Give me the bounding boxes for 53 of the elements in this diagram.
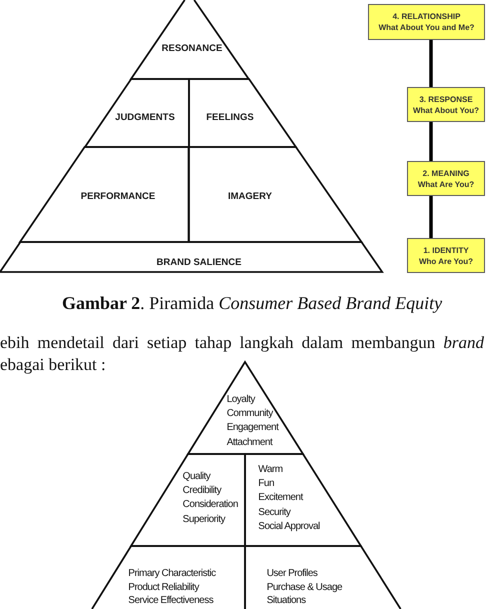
stage-question: What About You and Me? bbox=[378, 22, 474, 33]
attribute-text: Security bbox=[258, 506, 290, 520]
attribute-text: Social Approval bbox=[258, 520, 320, 534]
connector-line bbox=[429, 122, 433, 161]
stage-question: Who Are You? bbox=[418, 256, 474, 266]
attribute-text: Purchase & Usage Situations bbox=[266, 580, 344, 608]
stage-title: 1. IDENTITY bbox=[423, 244, 469, 256]
stage-title: 2. MEANING bbox=[422, 168, 470, 178]
attribute-text: Engagement bbox=[226, 421, 278, 436]
tier-label: RESONANCE bbox=[162, 43, 222, 55]
pyramid-tier bbox=[92, 546, 245, 609]
body-text: ebagai berikut : bbox=[0, 355, 106, 375]
pyramid-tier bbox=[85, 79, 189, 147]
attribute-text: Service Effectiveness bbox=[128, 594, 214, 608]
stage-title: 3. RESPONSE bbox=[419, 94, 473, 104]
stage-box bbox=[368, 4, 485, 40]
figure-caption: Gambar 2. Piramida Consumer Based Brand Equity bbox=[62, 293, 442, 313]
tier-label: PERFORMANCE bbox=[80, 191, 156, 203]
attribute-text: Consideration bbox=[182, 498, 238, 512]
stage-title: 4. RELATIONSHIP bbox=[392, 11, 460, 22]
tier-label: BRAND SALIENCE bbox=[156, 257, 242, 269]
stage-box bbox=[407, 87, 485, 122]
stage-box bbox=[407, 238, 485, 273]
attribute-text: User Profiles bbox=[266, 567, 318, 581]
pyramid-tier bbox=[0, 242, 382, 272]
attribute-text: Attachment bbox=[226, 436, 272, 450]
connector-line bbox=[429, 40, 433, 87]
pyramid-tier bbox=[189, 147, 362, 242]
stage-question: What Are You? bbox=[418, 178, 474, 190]
pyramid-tier bbox=[130, 454, 245, 546]
connector-line bbox=[429, 196, 433, 238]
tier-label: FEELINGS bbox=[206, 112, 254, 124]
attribute-text: Loyalty bbox=[226, 392, 255, 407]
attribute-text: Primary Characteristic bbox=[128, 567, 216, 581]
attribute-text: Fun bbox=[258, 477, 274, 492]
tier-label: JUDGMENTS bbox=[115, 112, 175, 124]
attribute-text: Product Reliability bbox=[128, 580, 199, 594]
attribute-text: Warm bbox=[258, 462, 283, 477]
stage-box bbox=[407, 161, 485, 196]
attribute-text: Credibility bbox=[182, 484, 222, 498]
pyramid-tier bbox=[245, 546, 401, 609]
pyramid-tier bbox=[189, 79, 296, 147]
pyramid-tier bbox=[245, 454, 361, 546]
body-text: ebih mendetail dari setiap tahap langkah dalam membangun brand bbox=[0, 333, 484, 353]
stage-question: What About You? bbox=[412, 104, 480, 116]
attribute-text: Excitement bbox=[258, 491, 303, 506]
attribute-text: Superiority bbox=[182, 512, 225, 526]
pyramid-tier bbox=[188, 362, 303, 454]
attribute-text: Community bbox=[226, 407, 273, 422]
attribute-text: Quality bbox=[182, 470, 210, 484]
pyramid-tier bbox=[131, 0, 249, 79]
tier-label: IMAGERY bbox=[228, 191, 272, 203]
pyramid-tier bbox=[20, 147, 189, 242]
